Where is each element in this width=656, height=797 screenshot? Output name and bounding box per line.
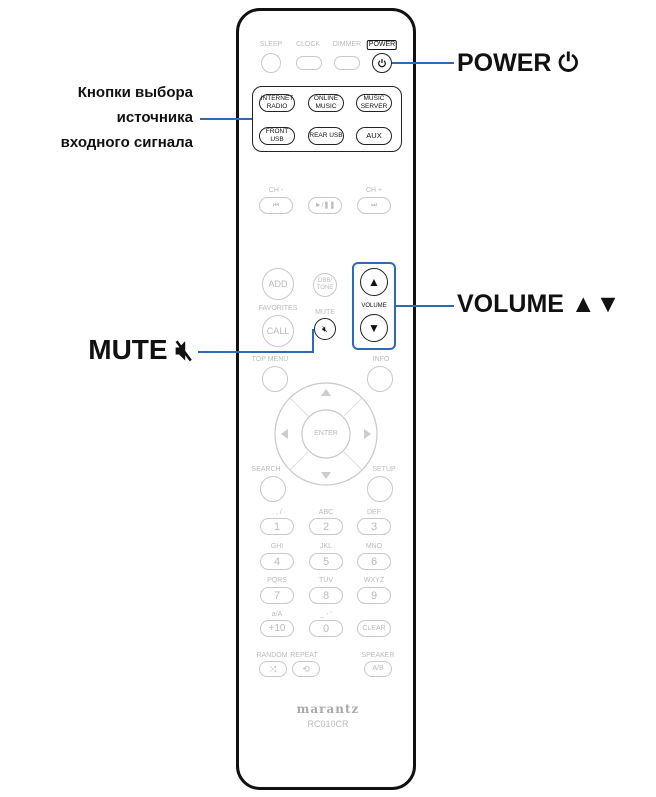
- key-letters-1: . , /: [272, 509, 282, 516]
- mute-icon: 🔇︎: [322, 323, 328, 334]
- add-button[interactable]: ADD: [262, 268, 294, 300]
- power-label: POWER: [366, 40, 398, 50]
- rear-usb-button[interactable]: REAR USB: [308, 127, 344, 145]
- key-letters-3: DEF: [367, 509, 381, 516]
- info-button[interactable]: [367, 366, 393, 392]
- repeat-icon: ⟲: [302, 664, 310, 674]
- key-letters-7: PQRS: [267, 577, 287, 584]
- speaker-label: SPEAKER: [361, 652, 395, 659]
- source-button-group: [252, 86, 402, 152]
- key-5[interactable]: 5: [309, 553, 343, 570]
- source-callout-line1: Кнопки выбора: [77, 84, 193, 101]
- power-icon: [378, 59, 386, 68]
- mute-callout-line: [198, 351, 314, 353]
- key-0[interactable]: 0: [309, 620, 343, 637]
- power-callout: POWER ⏻: [457, 49, 579, 77]
- repeat-button[interactable]: ⟲: [292, 661, 320, 677]
- dbb-tone-button[interactable]: DBB/ TONE: [313, 273, 337, 297]
- sleep-button[interactable]: [261, 53, 281, 73]
- random-button[interactable]: ⤨: [259, 661, 287, 677]
- enter-label: ENTER: [314, 430, 338, 437]
- volume-down-button[interactable]: ▼: [360, 314, 388, 342]
- favorites-label: FAVORITES: [258, 305, 298, 312]
- key-7[interactable]: 7: [260, 587, 294, 604]
- key-1[interactable]: 1: [260, 518, 294, 535]
- model-label: RC010CR: [307, 719, 349, 729]
- mute-callout-line-vertical: [312, 329, 314, 353]
- key-4[interactable]: 4: [260, 553, 294, 570]
- clock-button[interactable]: [296, 56, 322, 70]
- setup-label: SETUP: [372, 466, 396, 473]
- repeat-label: REPEAT: [290, 652, 318, 659]
- clear-button[interactable]: CLEAR: [357, 620, 391, 637]
- clock-label: CLOCK: [295, 41, 321, 48]
- volume-callout-line: [396, 305, 454, 307]
- online-music-button[interactable]: ONLINE MUSIC: [308, 94, 344, 112]
- mute-button[interactable]: 🔇︎: [314, 318, 336, 340]
- top-menu-label: TOP MENU: [251, 356, 289, 363]
- brand-logo: marantz: [296, 702, 360, 716]
- key-letters-5: JKL: [319, 543, 333, 550]
- call-button[interactable]: CALL: [262, 315, 294, 347]
- ch-plus-label: CH +: [365, 187, 383, 194]
- play-pause-button[interactable]: ►/❚❚: [308, 197, 342, 214]
- source-callout-line2: источника: [116, 109, 193, 126]
- key-plus10[interactable]: +10: [260, 620, 294, 637]
- key-3[interactable]: 3: [357, 518, 391, 535]
- key-8[interactable]: 8: [309, 587, 343, 604]
- ch-minus-label: CH -: [268, 187, 284, 194]
- key-letters-9: WXYZ: [363, 577, 385, 584]
- mute-callout: MUTE 🔇︎: [88, 334, 193, 365]
- top-menu-button[interactable]: [262, 366, 288, 392]
- key-letters-8: TUV: [319, 577, 333, 584]
- volume-label: VOLUME: [361, 303, 387, 309]
- power-button[interactable]: [372, 53, 392, 73]
- key-letters-2: ABC: [318, 509, 334, 516]
- key-9[interactable]: 9: [357, 587, 391, 604]
- mute-label: MUTE: [315, 309, 335, 316]
- speaker-ab-button[interactable]: A/B: [364, 661, 392, 677]
- key-2[interactable]: 2: [309, 518, 343, 535]
- prev-button[interactable]: ⏮: [259, 197, 293, 214]
- sleep-label: SLEEP: [259, 41, 283, 48]
- dimmer-button[interactable]: [334, 56, 360, 70]
- volume-up-button[interactable]: ▲: [360, 268, 388, 296]
- volume-highlight: [352, 262, 396, 350]
- search-button[interactable]: [260, 476, 286, 502]
- key-letters-4: GHI: [270, 543, 284, 550]
- key-letters-10: a/A: [271, 611, 283, 618]
- random-label: RANDOM: [256, 652, 288, 659]
- volume-callout: VOLUME ▲▼: [457, 290, 621, 318]
- setup-button[interactable]: [367, 476, 393, 502]
- source-callout-line3: входного сигнала: [60, 134, 193, 151]
- key-6[interactable]: 6: [357, 553, 391, 570]
- music-server-button[interactable]: MUSIC SERVER: [356, 94, 392, 112]
- key-letters-0: _ - ': [320, 611, 332, 618]
- internet-radio-button[interactable]: INTERNET RADIO: [259, 94, 295, 112]
- source-callout-line: [200, 118, 252, 120]
- shuffle-icon: ⤨: [269, 664, 277, 674]
- dimmer-label: DIMMER: [332, 41, 362, 48]
- power-callout-line: [392, 62, 454, 64]
- key-letters-6: MNO: [365, 543, 383, 550]
- info-label: INFO: [372, 356, 390, 363]
- search-label: SEARCH: [251, 466, 281, 473]
- navigation-pad[interactable]: [270, 380, 382, 488]
- front-usb-button[interactable]: FRONT USB: [259, 127, 295, 145]
- next-button[interactable]: ⏭: [357, 197, 391, 214]
- aux-button[interactable]: AUX: [356, 127, 392, 145]
